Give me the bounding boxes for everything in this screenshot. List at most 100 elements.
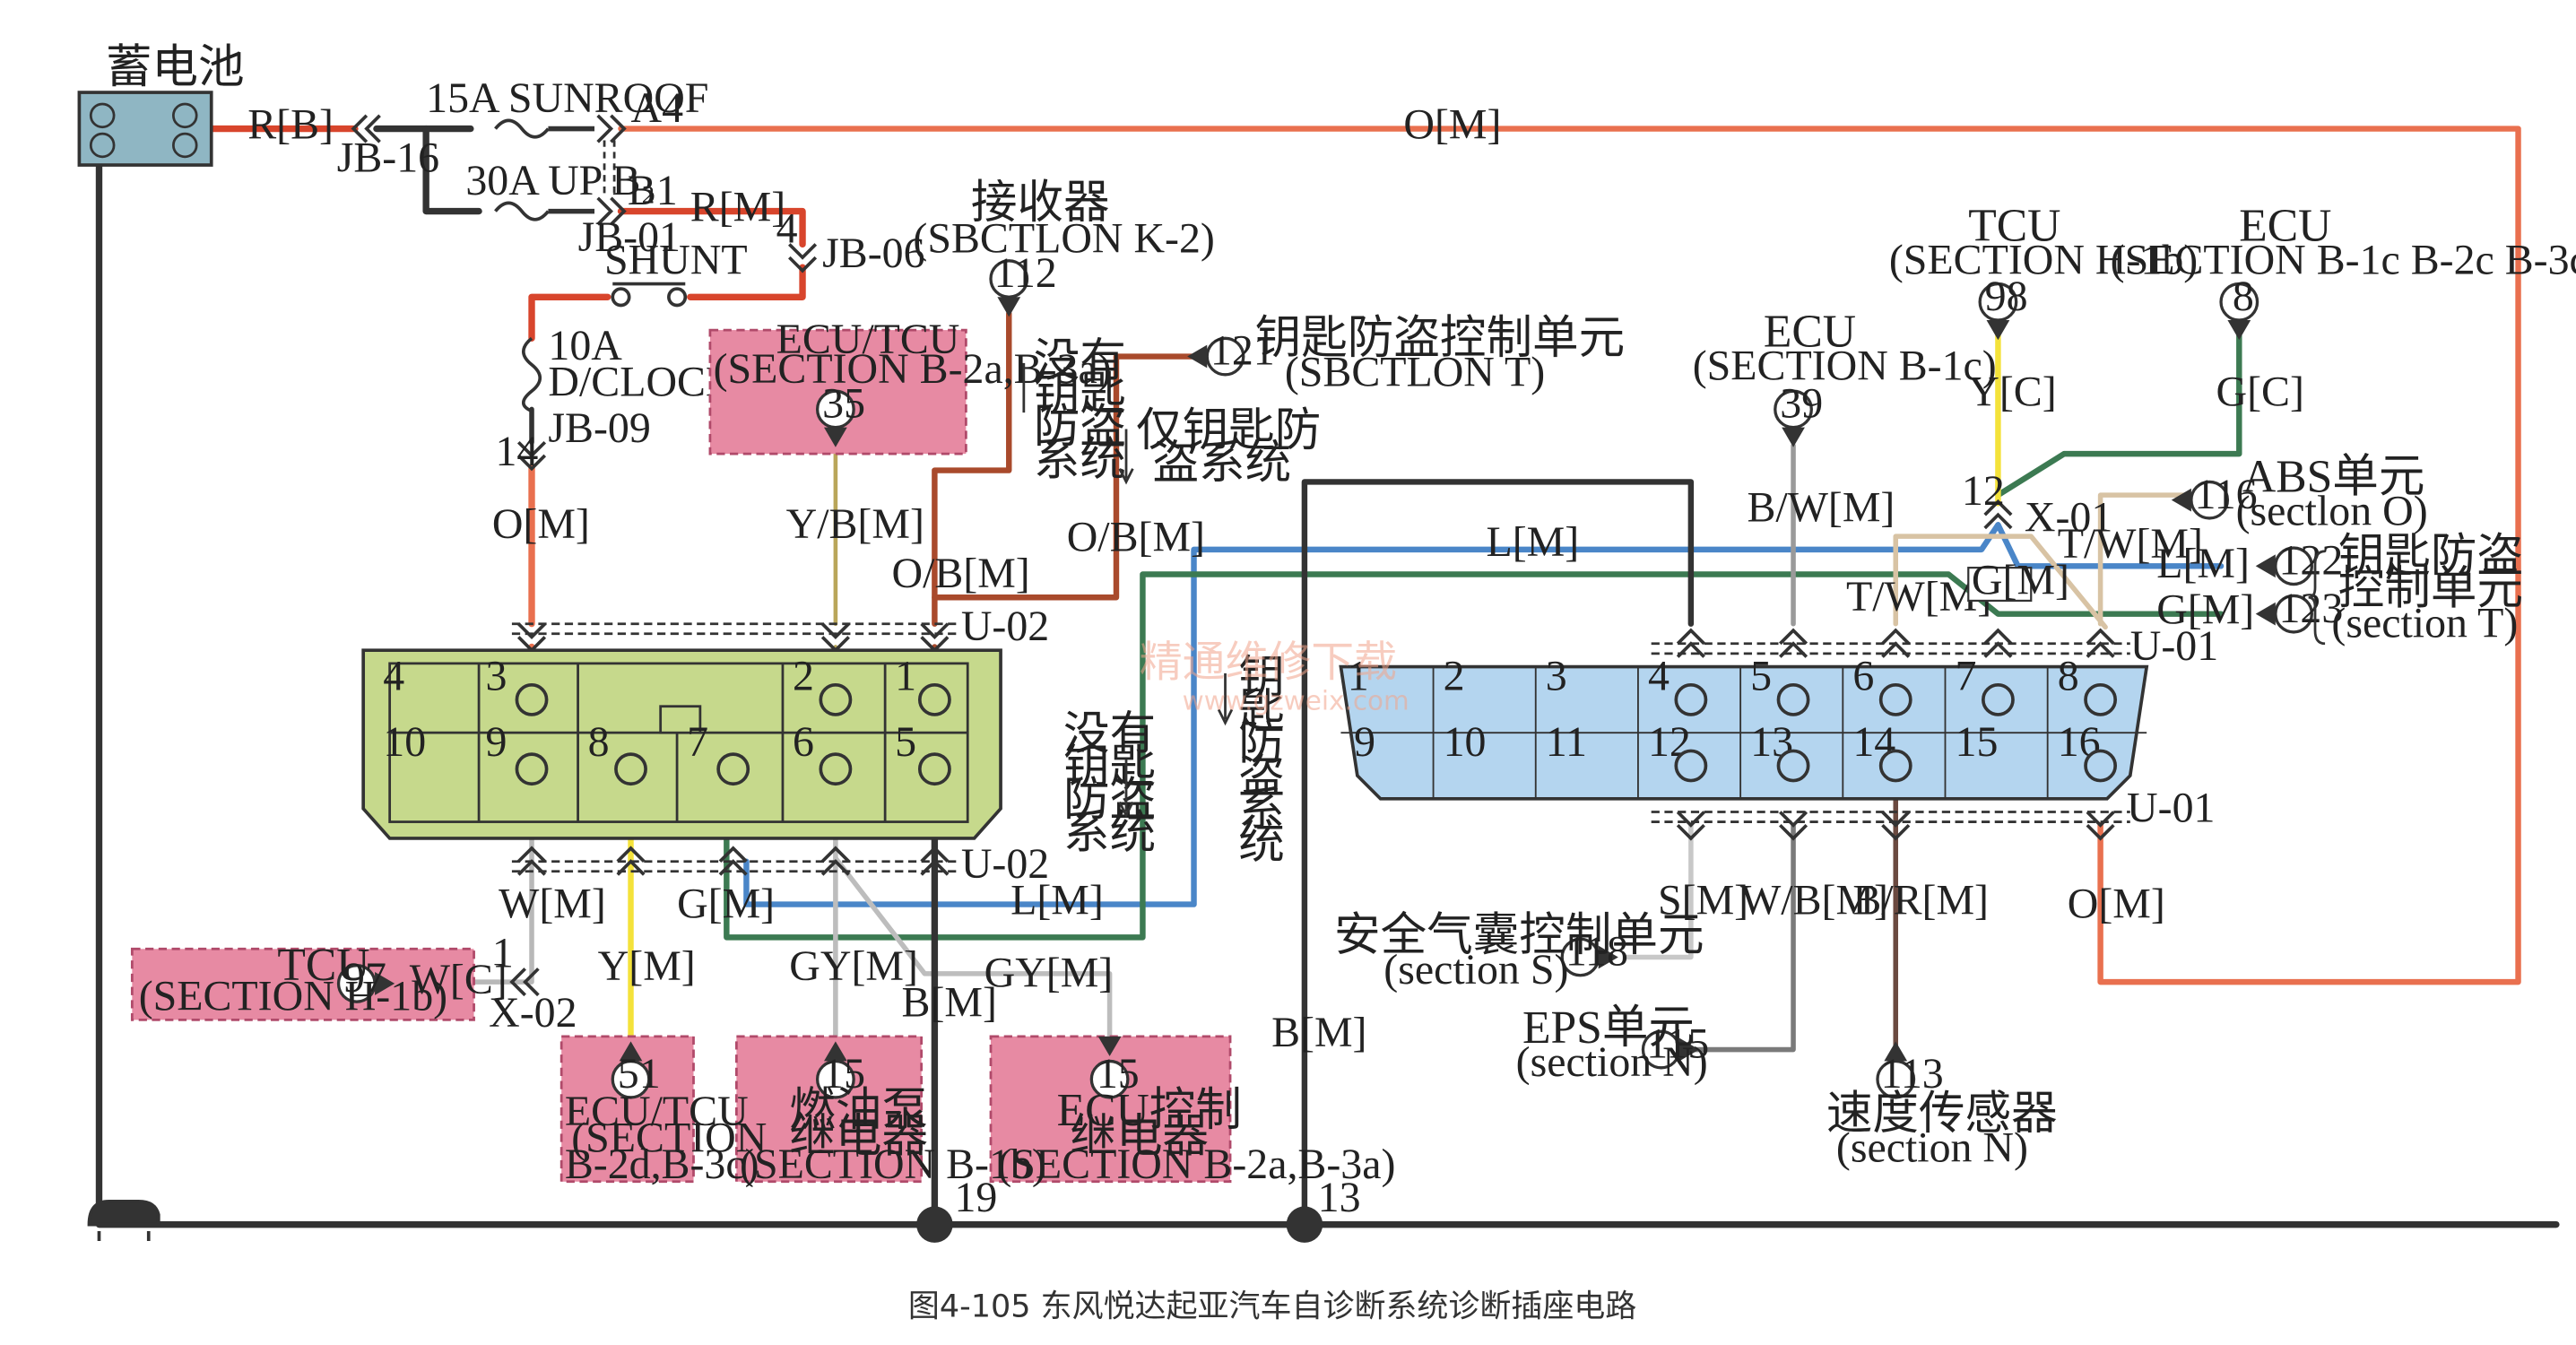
ecu-39-section: (SECTION B-1c) bbox=[1693, 342, 1997, 389]
u02-socket-5 bbox=[917, 752, 951, 786]
note-immo-v-arrow bbox=[1217, 672, 1234, 726]
ecu-relay-l2: 继电器 bbox=[1070, 1112, 1209, 1163]
wire-om-top bbox=[618, 126, 2521, 985]
u01-pin-7: 7 bbox=[1956, 652, 1977, 699]
ref-35-num: 35 bbox=[822, 380, 865, 428]
ecu-tcu-51-l2: (SECTION bbox=[571, 1115, 767, 1162]
speed-section: (section N) bbox=[1836, 1124, 2028, 1172]
wire-twm2 bbox=[2097, 492, 2190, 627]
a4-label: A4 bbox=[631, 84, 684, 132]
tcu-97-name: TCU bbox=[277, 940, 369, 991]
u01-pin-9: 9 bbox=[1354, 718, 1375, 766]
fuse-sunroof-label: 15A SUNROOF bbox=[426, 74, 708, 122]
wl-gc: G[C] bbox=[2216, 369, 2304, 416]
wl-om-left: O[M] bbox=[492, 500, 590, 548]
note-no-immo-bot-3: 防盗 bbox=[1063, 775, 1156, 826]
u01-socket-6 bbox=[1878, 682, 1912, 716]
fuse-dclock bbox=[521, 336, 542, 412]
wire-obm1 bbox=[932, 310, 1012, 627]
wl-wbm: W/B[M] bbox=[1740, 877, 1888, 924]
immo-122-section: (section T) bbox=[2331, 599, 2518, 646]
jb09-label: JB-09 bbox=[548, 404, 650, 452]
wl-lm-top: L[M] bbox=[1487, 518, 1580, 566]
note-immo-v-5: 系 bbox=[1238, 785, 1285, 836]
abs-116-name: ABS单元 bbox=[2242, 451, 2424, 502]
u01-socket-8 bbox=[2084, 682, 2118, 716]
wl-sm: S[M] bbox=[1658, 877, 1748, 924]
fuel-pump-l3: (SECTION B-1b) bbox=[740, 1141, 1046, 1188]
battery: 蓄电池 bbox=[77, 42, 245, 167]
wl-om-top: O[M] bbox=[1403, 101, 1501, 149]
x01-label: X-01 bbox=[2025, 494, 2112, 542]
wire-obm2 bbox=[932, 353, 1195, 601]
ground-points: 19 13 bbox=[87, 1174, 1361, 1243]
fuse-sunroof bbox=[494, 118, 550, 139]
ref-98-num: 98 bbox=[1985, 273, 2028, 320]
note-only-immo-arrow bbox=[1118, 429, 1134, 485]
junction-labels: JB-16 A4 B1 JB-01 4 JB-06 14 JB-09 bbox=[337, 84, 925, 475]
ref-118-num: 118 bbox=[1566, 928, 1628, 976]
wl-wc: W[C] bbox=[410, 956, 507, 1003]
u02-socket-9 bbox=[515, 752, 549, 786]
u02-pin-7: 7 bbox=[687, 718, 708, 766]
wl-twm1: T/W[M] bbox=[2058, 520, 2203, 568]
ecu-8-section: (SECTION B-1c B-2c B-3c) bbox=[2111, 237, 2576, 284]
u02-bottom-clips bbox=[516, 846, 950, 876]
ref-116-num: 116 bbox=[2195, 471, 2258, 518]
u02-pin-5: 5 bbox=[895, 718, 916, 766]
ecu-tcu-51-l3: B-2d,B-3c) bbox=[565, 1141, 759, 1188]
wire-twm bbox=[1893, 534, 2108, 630]
u02-pin-4: 4 bbox=[383, 652, 404, 699]
ecu-relay-l1: ECU控制 bbox=[1057, 1085, 1242, 1136]
notes: 没有 钥匙 防盗 系统 仅钥匙防 盗系统 没有 钥匙 防盗 系统 钥 匙 防 盗… bbox=[1022, 336, 1321, 869]
wire-bm2 bbox=[1301, 479, 1695, 1228]
x02-junction: 1 X-02 bbox=[489, 930, 577, 1037]
u01-socket-16 bbox=[2084, 749, 2118, 783]
ref-115-num: 115 bbox=[1646, 1020, 1709, 1068]
wl-obm1: O/B[M] bbox=[892, 550, 1030, 597]
box-tcu-97 bbox=[130, 947, 475, 1021]
immo-121-section: (SBCTLON T) bbox=[1285, 349, 1545, 396]
wire-gc bbox=[1995, 318, 2242, 499]
wl-rm: R[M] bbox=[690, 184, 785, 231]
ref-8-num: 8 bbox=[2233, 273, 2254, 320]
wl-lm-right: L[M] bbox=[2156, 540, 2250, 587]
wire-gym2 bbox=[833, 855, 1113, 1039]
wl-brm: B/R[M] bbox=[1852, 877, 1989, 924]
u01-bottom-clips bbox=[1676, 811, 2115, 841]
note-immo-v-2: 匙 bbox=[1238, 686, 1285, 737]
ref-123-num: 123 bbox=[2279, 585, 2344, 632]
u02-pin-8: 8 bbox=[588, 718, 610, 766]
airbag-name: 安全气囊控制单元 bbox=[1334, 910, 1704, 961]
ref-15b-num: 15 bbox=[1097, 1050, 1140, 1098]
u01-socket-13 bbox=[1776, 749, 1810, 783]
ecu-tcu-35-name: ECU/TCU bbox=[776, 316, 960, 363]
watermark: 精通维修下载 www.gzweix.com bbox=[1140, 638, 1409, 716]
ref-15b bbox=[1089, 1059, 1130, 1099]
ref-markers bbox=[336, 259, 2313, 1099]
u02-pin-2: 2 bbox=[793, 652, 814, 699]
wl-obm2: O/B[M] bbox=[1067, 514, 1205, 561]
u01-pin-6: 6 bbox=[1852, 652, 1874, 699]
wl-gym1: GY[M] bbox=[789, 942, 918, 990]
note-no-immo-bot-1: 没有 bbox=[1063, 709, 1156, 760]
ground-chassis-icon bbox=[87, 1200, 160, 1242]
x02-label: X-02 bbox=[489, 989, 577, 1037]
u02-socket-3 bbox=[515, 682, 549, 716]
u02-pin-1: 1 bbox=[895, 652, 916, 699]
u01-socket-12 bbox=[1674, 749, 1708, 783]
wl-bwm-top: B/W[M] bbox=[1747, 484, 1895, 532]
eps-section: (section N) bbox=[1516, 1038, 1708, 1086]
speed-name: 速度传感器 bbox=[1826, 1089, 2058, 1140]
tcu-98-name: TCU bbox=[1968, 201, 2060, 252]
connector-u01: U-01 1 2 3 4 5 6 7 8 9 10 11 12 13 14 15… bbox=[1339, 622, 2218, 841]
u01-pin-4: 4 bbox=[1648, 652, 1670, 699]
u02-pin-10: 10 bbox=[383, 718, 426, 766]
fuel-pump-l1: 燃油泵 bbox=[789, 1085, 928, 1136]
fuel-pump-l2: 继电器 bbox=[789, 1112, 928, 1163]
fuse-dclock-label: D/CLOCK bbox=[548, 359, 737, 406]
immo-121-name: 钥匙防盗控制单元 bbox=[1255, 313, 1626, 364]
ecu-39-name: ECU bbox=[1764, 307, 1856, 358]
jb06-pin: 4 bbox=[776, 205, 798, 253]
shunt-label: SHUNT bbox=[604, 237, 748, 284]
